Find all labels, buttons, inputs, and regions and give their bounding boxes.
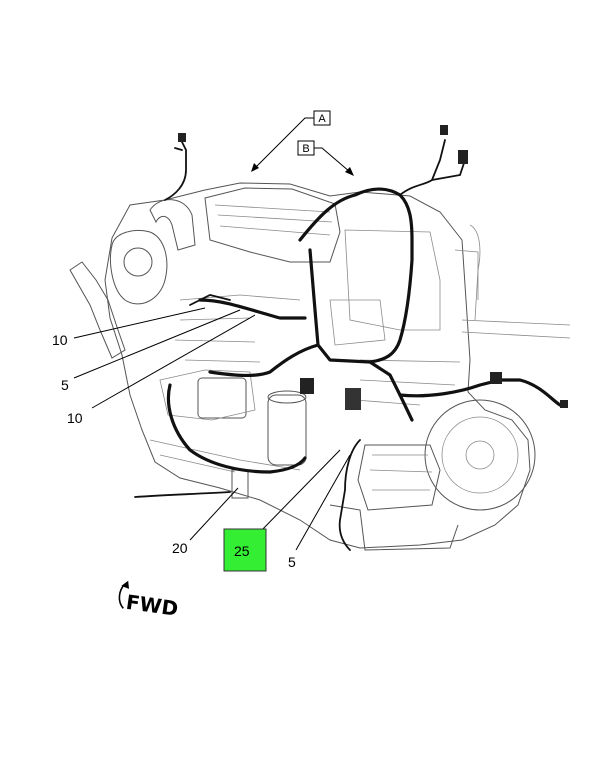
connector-alternator [490, 372, 502, 384]
svg-text:B: B [302, 143, 309, 155]
view-arrow-a [254, 117, 314, 169]
harness-connectors [178, 125, 568, 410]
connector-top-right-b [458, 150, 468, 164]
callout-leaders [73, 307, 351, 551]
connector-cluster [345, 388, 361, 410]
view-label-b: B [297, 140, 315, 156]
callout-10-lower: 10 [67, 410, 83, 426]
fwd-indicator: FWD [118, 580, 180, 621]
callout-10-upper: 10 [52, 332, 68, 348]
fwd-arrowhead-icon [121, 580, 130, 589]
highlight-box [223, 528, 267, 572]
svg-text:A: A [318, 113, 326, 125]
callout-5-right: 5 [288, 554, 296, 570]
arrowhead-a-icon [251, 163, 259, 172]
connector-mid [300, 378, 314, 394]
connector-right-end [560, 400, 568, 408]
engine-block-outline [69, 182, 571, 551]
connector-top-right-a [440, 125, 448, 135]
wiring-harness [164, 139, 562, 551]
callout-20: 20 [172, 540, 188, 556]
view-label-a: A [313, 110, 331, 126]
arrowhead-b-icon [345, 167, 354, 176]
view-arrow-b [314, 147, 351, 173]
fwd-label: FWD [125, 590, 180, 621]
callout-25: 25 [234, 543, 250, 559]
connector-top-left [178, 133, 186, 142]
callout-5-left: 5 [61, 377, 69, 393]
callout-25-highlight[interactable]: 25 [223, 528, 267, 572]
